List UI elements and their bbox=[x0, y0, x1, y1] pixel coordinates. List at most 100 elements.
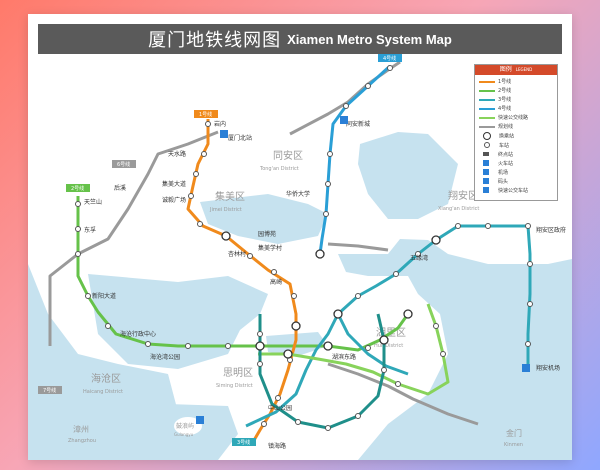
station-dot[interactable] bbox=[355, 293, 361, 299]
station-dot[interactable] bbox=[225, 343, 231, 349]
station-labels: 岩内 厦门北站 天水路 集美大道 诚毅广场 集美学村 园博苑 杏林村 高崎 华侨… bbox=[84, 120, 566, 450]
station-dot[interactable] bbox=[393, 271, 399, 277]
ferry-icon[interactable] bbox=[196, 416, 204, 424]
station-dot[interactable] bbox=[387, 65, 393, 71]
legend-item: 快速公交线路 bbox=[479, 114, 553, 123]
station-dot[interactable] bbox=[415, 251, 421, 257]
station-dot[interactable] bbox=[325, 181, 331, 187]
interchange-station-icon[interactable] bbox=[333, 309, 343, 319]
interchange-station-icon[interactable] bbox=[291, 321, 301, 331]
line-3-tag-label: 3号线 bbox=[237, 439, 250, 446]
train-icon bbox=[483, 160, 489, 166]
legend-item: 终点站 bbox=[479, 151, 553, 160]
station-dot[interactable] bbox=[188, 193, 194, 199]
station-dot[interactable] bbox=[485, 223, 491, 229]
place-gulangyu: 鼓浪屿 bbox=[176, 422, 194, 430]
train-station-icon[interactable] bbox=[220, 130, 228, 138]
station-dot[interactable] bbox=[525, 223, 531, 229]
station-dot[interactable] bbox=[327, 151, 333, 157]
station-dot[interactable] bbox=[343, 103, 349, 109]
interchange-station-icon[interactable] bbox=[431, 235, 441, 245]
interchange-station-icon[interactable] bbox=[323, 341, 333, 351]
station-dot[interactable] bbox=[85, 293, 91, 299]
station-dot[interactable] bbox=[75, 201, 81, 207]
station-dot[interactable] bbox=[527, 301, 533, 307]
gulangyu-island bbox=[174, 417, 202, 435]
district-xiangan-en: Xiang'an District bbox=[438, 206, 479, 212]
west-sea bbox=[28, 264, 228, 460]
station-dot[interactable] bbox=[145, 341, 151, 347]
station-dot[interactable] bbox=[395, 381, 401, 387]
station-dot[interactable] bbox=[205, 121, 211, 127]
legend-label: 1号线 bbox=[498, 79, 512, 85]
station-dot[interactable] bbox=[355, 413, 361, 419]
district-labels: 同安区 Tong'an District 集美区 Jimei District … bbox=[68, 149, 523, 448]
station-label: 华侨大学 bbox=[286, 190, 310, 198]
station-dot[interactable] bbox=[365, 83, 371, 89]
terminus-icon bbox=[483, 152, 489, 156]
station-dot[interactable] bbox=[295, 419, 301, 425]
station-dot[interactable] bbox=[325, 425, 331, 431]
station-dot[interactable] bbox=[247, 253, 253, 259]
station-dot[interactable] bbox=[257, 331, 263, 337]
line-4-tag bbox=[378, 54, 402, 62]
station-label: 海沧湾公园 bbox=[150, 353, 180, 361]
legend-panel: 图例 LEGEND 1号线 2号线 3号线 4号线 快速公交线路 规划线 换乘站… bbox=[474, 64, 558, 201]
line-loop-path bbox=[258, 313, 386, 430]
station-dot[interactable] bbox=[381, 367, 387, 373]
station-label: 杏林村 bbox=[228, 250, 246, 258]
station-label: 同安新城 bbox=[346, 120, 370, 128]
station-dot[interactable] bbox=[75, 251, 81, 257]
station-dot[interactable] bbox=[365, 345, 371, 351]
station-dot[interactable] bbox=[323, 211, 329, 217]
legend-label: 码头 bbox=[498, 178, 509, 185]
station-dot[interactable] bbox=[433, 323, 439, 329]
yundang-lagoon bbox=[266, 332, 328, 356]
special-icons bbox=[196, 116, 530, 424]
station-dot[interactable] bbox=[201, 151, 207, 157]
station-dot[interactable] bbox=[193, 171, 199, 177]
station-dot[interactable] bbox=[105, 323, 111, 329]
station-label: 翔安区政府 bbox=[536, 226, 566, 234]
district-siming: 思明区 bbox=[223, 367, 253, 379]
water-areas bbox=[28, 132, 572, 460]
station-dot[interactable] bbox=[261, 421, 267, 427]
station-dot[interactable] bbox=[455, 223, 461, 229]
station-dot[interactable] bbox=[271, 269, 277, 275]
line-1-tag bbox=[194, 110, 218, 118]
station-label: 后溪 bbox=[114, 184, 126, 192]
station-dot[interactable] bbox=[257, 361, 263, 367]
line-loop bbox=[258, 313, 386, 430]
station-dot[interactable] bbox=[525, 341, 531, 347]
station-dot[interactable] bbox=[275, 395, 281, 401]
interchange-station-icon[interactable] bbox=[283, 349, 293, 359]
airport-icon[interactable] bbox=[522, 364, 530, 372]
legend-item: 1号线 bbox=[479, 78, 553, 87]
legend-label: 换乘站 bbox=[499, 133, 515, 140]
interchange-station-icon[interactable] bbox=[255, 341, 265, 351]
interchange-station-icon[interactable] bbox=[403, 309, 413, 319]
interchange-station-icon[interactable] bbox=[221, 231, 231, 241]
east-channel bbox=[338, 239, 572, 460]
station-label: 海沧行政中心 bbox=[120, 330, 156, 338]
station-label: 园博苑 bbox=[258, 230, 276, 238]
line-3-branch bbox=[336, 313, 409, 376]
interchange-station-icon[interactable] bbox=[315, 249, 325, 259]
station-dot[interactable] bbox=[291, 293, 297, 299]
district-huli-en: Huli District bbox=[374, 343, 403, 349]
legend-label: 车站 bbox=[499, 142, 510, 149]
station-icon bbox=[484, 142, 490, 148]
legend-item: 2号线 bbox=[479, 87, 553, 96]
station-dot[interactable] bbox=[75, 226, 81, 232]
planned-line-west bbox=[48, 130, 219, 346]
station-dot[interactable] bbox=[527, 261, 533, 267]
station-label: 诚毅广场 bbox=[162, 196, 186, 204]
station-dot[interactable] bbox=[440, 351, 446, 357]
legend-swatch bbox=[479, 107, 495, 110]
interchange-station-icon[interactable] bbox=[379, 335, 389, 345]
train-station-icon[interactable] bbox=[340, 116, 348, 124]
metro-map: 同安区 Tong'an District 集美区 Jimei District … bbox=[28, 54, 572, 460]
station-label: 东孚 bbox=[84, 226, 96, 234]
station-dot[interactable] bbox=[185, 343, 191, 349]
station-dot[interactable] bbox=[197, 221, 203, 227]
